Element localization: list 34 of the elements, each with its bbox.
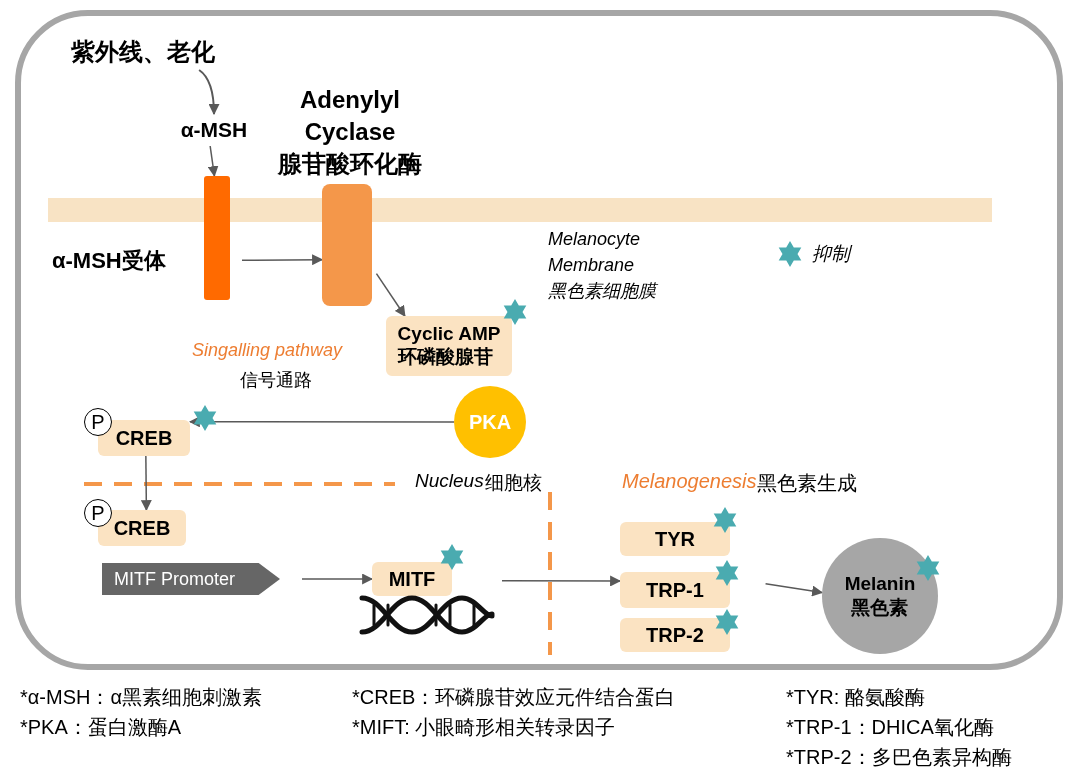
molecule-box: TRP-2 xyxy=(620,618,730,652)
molecule-box: Cyclic AMP 环磷酸腺苷 xyxy=(386,316,512,376)
arrow xyxy=(198,69,220,116)
arrow xyxy=(241,254,324,266)
membrane-band xyxy=(48,198,992,222)
enzyme-label: 腺苷酸环化酶 xyxy=(276,149,423,179)
arrow xyxy=(301,573,374,585)
molecule-box: TYR xyxy=(620,522,730,556)
process-label: Melanogenesis xyxy=(622,470,757,492)
enzyme-label: Adenylyl Cyclase xyxy=(299,85,401,147)
footnote: *TYR: 酪氨酸酶 xyxy=(786,685,925,710)
arrow xyxy=(140,455,152,512)
footnote: *TRP-2：多巴色素异构酶 xyxy=(786,745,1012,770)
arrow xyxy=(375,272,406,317)
footnote: *α-MSH：α黑素细胞刺激素 xyxy=(20,685,262,710)
footnote: *PKA：蛋白激酶A xyxy=(20,715,182,740)
pathway-label: 信号通路 xyxy=(240,369,312,392)
receptor-label: α-MSH受体 xyxy=(52,247,166,275)
footnote: *TRP-1：DHICA氧化酶 xyxy=(786,715,994,740)
footnote: *MIFT: 小眼畸形相关转录因子 xyxy=(352,715,616,740)
molecule-box: MITF xyxy=(372,562,452,596)
cause-label: α-MSH xyxy=(166,114,262,146)
arrow xyxy=(501,575,622,587)
arrow xyxy=(207,145,219,178)
arrow xyxy=(764,582,824,597)
footnote: *CREB：环磷腺苷效应元件结合蛋白 xyxy=(352,685,676,710)
nucleus-label: Nucleus xyxy=(415,470,484,492)
nucleus-label: 细胞核 xyxy=(485,471,542,495)
process-label: 黑色素生成 xyxy=(757,471,857,496)
molecule-box: TRP-1 xyxy=(620,572,730,608)
membrane-label: Melanocyte Membrane 黑色素细胞膜 xyxy=(548,228,659,304)
arrow xyxy=(188,416,455,428)
cause-label: 紫外线、老化 xyxy=(58,34,228,70)
pathway-label: Singalling pathway xyxy=(192,340,343,361)
